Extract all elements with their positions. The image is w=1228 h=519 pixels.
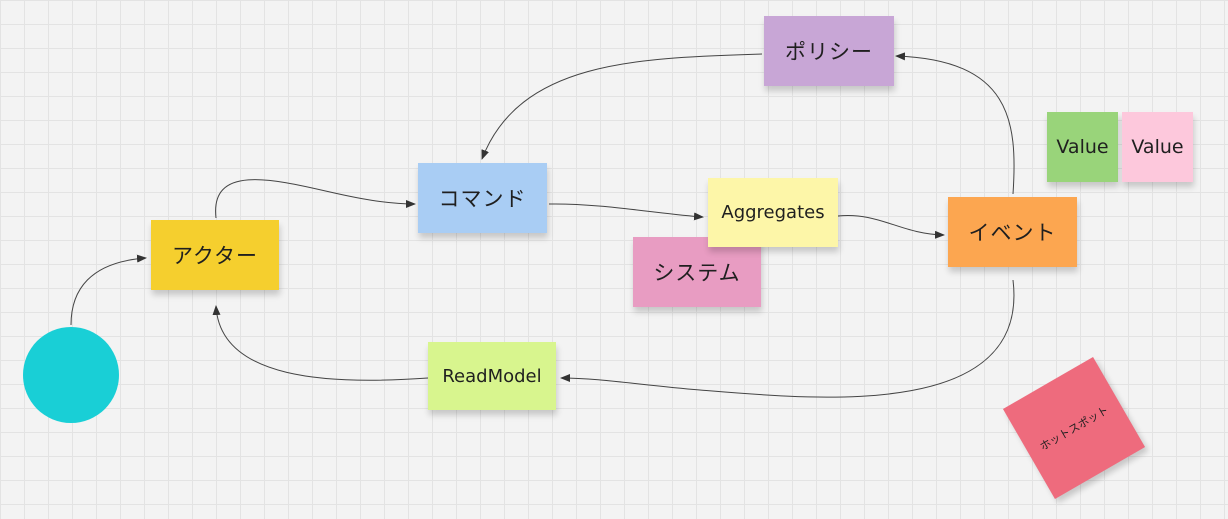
connector-event-to-policy <box>895 52 1015 195</box>
sticky-value-pink[interactable]: Value <box>1122 112 1193 182</box>
connector-command-to-aggregates <box>548 203 704 221</box>
sticky-hotspot[interactable]: ホットスポット <box>1002 356 1146 500</box>
sticky-command-label: コマンド <box>438 187 527 211</box>
sticky-actor-label: アクター <box>171 244 259 268</box>
sticky-aggregates-label: Aggregates <box>721 202 825 223</box>
sticky-actor[interactable]: アクター <box>151 220 279 290</box>
sticky-command[interactable]: コマンド <box>418 163 547 233</box>
sticky-readmodel[interactable]: ReadModel <box>428 342 556 410</box>
sticky-policy-label: ポリシー <box>785 40 873 64</box>
sticky-aggregates[interactable]: Aggregates <box>708 178 838 247</box>
sticky-policy[interactable]: ポリシー <box>764 16 894 86</box>
sticky-readmodel-label: ReadModel <box>442 365 542 387</box>
sticky-system-label: システム <box>653 261 741 285</box>
connector-aggregates-to-event <box>837 215 945 239</box>
connector-circle-to-actor <box>70 254 147 326</box>
sticky-value-green[interactable]: Value <box>1047 112 1118 182</box>
sticky-hotspot-label: ホットスポット <box>1037 403 1111 454</box>
sticky-value-green-label: Value <box>1056 136 1109 158</box>
connector-actor-to-command <box>215 179 416 219</box>
sticky-value-pink-label: Value <box>1131 136 1184 158</box>
actor-circle[interactable] <box>23 327 119 423</box>
sticky-system[interactable]: システム <box>633 237 761 307</box>
connector-policy-to-command <box>481 53 763 160</box>
sticky-event[interactable]: イベント <box>948 197 1077 267</box>
connector-readmodel-to-actor <box>212 305 429 381</box>
sticky-event-label: イベント <box>968 221 1057 245</box>
connector-event-to-readmodel <box>560 279 1015 398</box>
